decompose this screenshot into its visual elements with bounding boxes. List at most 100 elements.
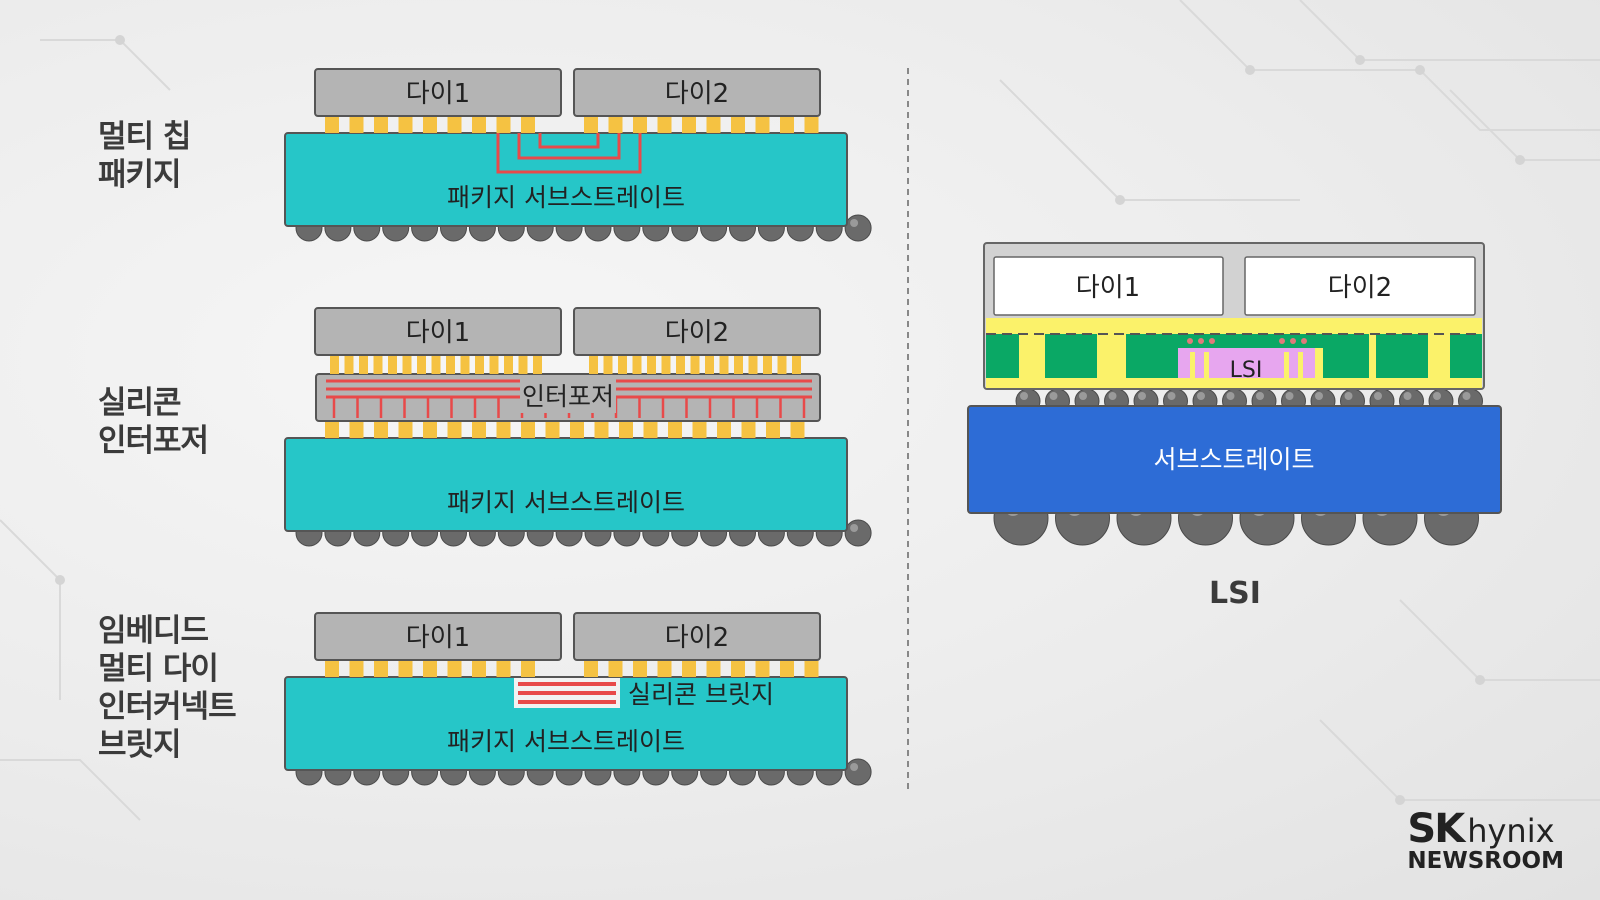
bump <box>804 661 819 677</box>
solder-ball <box>844 519 872 547</box>
bump <box>349 117 364 133</box>
package-substrate-label: 패키지 서브스트레이트 <box>447 488 685 517</box>
lsi-bump-highlight <box>1167 392 1176 400</box>
bump <box>731 117 745 133</box>
package-substrate-label: 패키지 서브스트레이트 <box>447 183 685 212</box>
lsi-rdl-blocks <box>986 334 1482 378</box>
bump <box>460 356 470 374</box>
bump <box>423 117 437 133</box>
bump <box>755 661 770 677</box>
lsi-bump-highlight <box>1020 392 1028 400</box>
die-2-label: 다이2 <box>665 318 729 348</box>
bump <box>690 356 700 374</box>
lsi-substrate <box>967 405 1502 514</box>
lsi-bump-highlight <box>1374 392 1382 400</box>
bump <box>692 422 707 438</box>
lsi-chip-vias <box>1190 352 1303 378</box>
die-1-label: 다이1 <box>406 318 470 348</box>
lsi-bump-highlight <box>1315 392 1323 400</box>
bump <box>657 661 672 677</box>
bump <box>706 661 721 677</box>
lsi-die-1-label: 다이1 <box>1076 273 1140 303</box>
die-2 <box>573 307 821 356</box>
bump <box>755 117 770 133</box>
bump <box>584 661 598 677</box>
bump <box>661 356 671 374</box>
bump <box>472 661 486 677</box>
label-emib: 임베디드 멀티 다이 인터커넥트 브릿지 <box>98 613 237 763</box>
lsi-bump-highlight <box>1108 392 1117 400</box>
bump <box>717 422 731 438</box>
lsi-die-1 <box>993 256 1224 316</box>
bump <box>518 356 528 374</box>
bump <box>780 117 794 133</box>
bump <box>657 117 672 133</box>
lsi-bump-highlight <box>1197 392 1205 400</box>
bump <box>682 661 696 677</box>
die-1 <box>314 612 562 661</box>
lsi-diagram: 다이1 다이2 LSI 서브스트레이트 <box>967 242 1502 546</box>
interposer-bumps <box>325 422 805 438</box>
bump <box>325 661 339 677</box>
package-substrate-label: 패키지 서브스트레이트 <box>447 727 685 756</box>
bump <box>584 117 598 133</box>
bump <box>446 356 455 374</box>
bump <box>423 422 437 438</box>
die-1-label: 다이1 <box>406 623 470 653</box>
bump <box>748 356 758 374</box>
bump <box>766 422 780 438</box>
lsi-die-2 <box>1244 256 1476 316</box>
bump <box>521 661 535 677</box>
bump <box>359 356 368 374</box>
lsi-bump-highlight <box>1433 392 1441 400</box>
bump <box>374 117 388 133</box>
bump <box>682 117 696 133</box>
package-substrate <box>284 676 848 771</box>
bump <box>731 661 745 677</box>
bump <box>447 422 462 438</box>
bump <box>423 661 437 677</box>
bump <box>589 356 598 374</box>
bump <box>496 117 511 133</box>
bump <box>706 117 721 133</box>
bump <box>647 356 656 374</box>
lsi-chip-bumps <box>1187 338 1307 344</box>
lsi-bump-highlight <box>1049 392 1058 400</box>
bump <box>496 422 511 438</box>
interposer-label: 인터포저 <box>522 382 614 411</box>
lsi-die-2-label: 다이2 <box>1328 273 1392 303</box>
bump <box>402 356 412 374</box>
bump <box>374 661 388 677</box>
bump <box>619 422 633 438</box>
die-2-label: 다이2 <box>665 79 729 109</box>
bump <box>398 422 413 438</box>
bump <box>496 661 511 677</box>
label-silicon-interposer: 실리콘 인터포저 <box>98 385 209 459</box>
lsi-caption: LSI <box>1209 576 1261 611</box>
bump <box>804 117 819 133</box>
bump <box>705 356 714 374</box>
bump <box>734 356 743 374</box>
solder-ball-highlight <box>850 524 859 532</box>
interposer-label-backdrop <box>520 379 616 413</box>
solder-ball <box>844 758 872 786</box>
bump <box>349 422 364 438</box>
brand-newsroom: NEWSROOM <box>1407 848 1564 874</box>
silicon-bridge <box>514 678 620 708</box>
bump <box>344 356 354 374</box>
lsi-bump-highlight <box>1462 392 1471 400</box>
micro-bumps <box>330 356 801 374</box>
bump <box>388 356 397 374</box>
silicon-bridge-label: 실리콘 브릿지 <box>628 680 774 709</box>
bump <box>447 661 462 677</box>
die-1-label: 다이1 <box>406 79 470 109</box>
lsi-bump-highlight <box>1079 392 1087 400</box>
lsi-bump-highlight <box>1285 392 1294 400</box>
multi-chip-package-diagram: 다이1 다이2 패키지 서브스트레이트 <box>284 68 872 242</box>
package-substrate <box>284 132 848 227</box>
bump <box>472 117 486 133</box>
bump <box>472 422 486 438</box>
die-1 <box>314 307 562 356</box>
